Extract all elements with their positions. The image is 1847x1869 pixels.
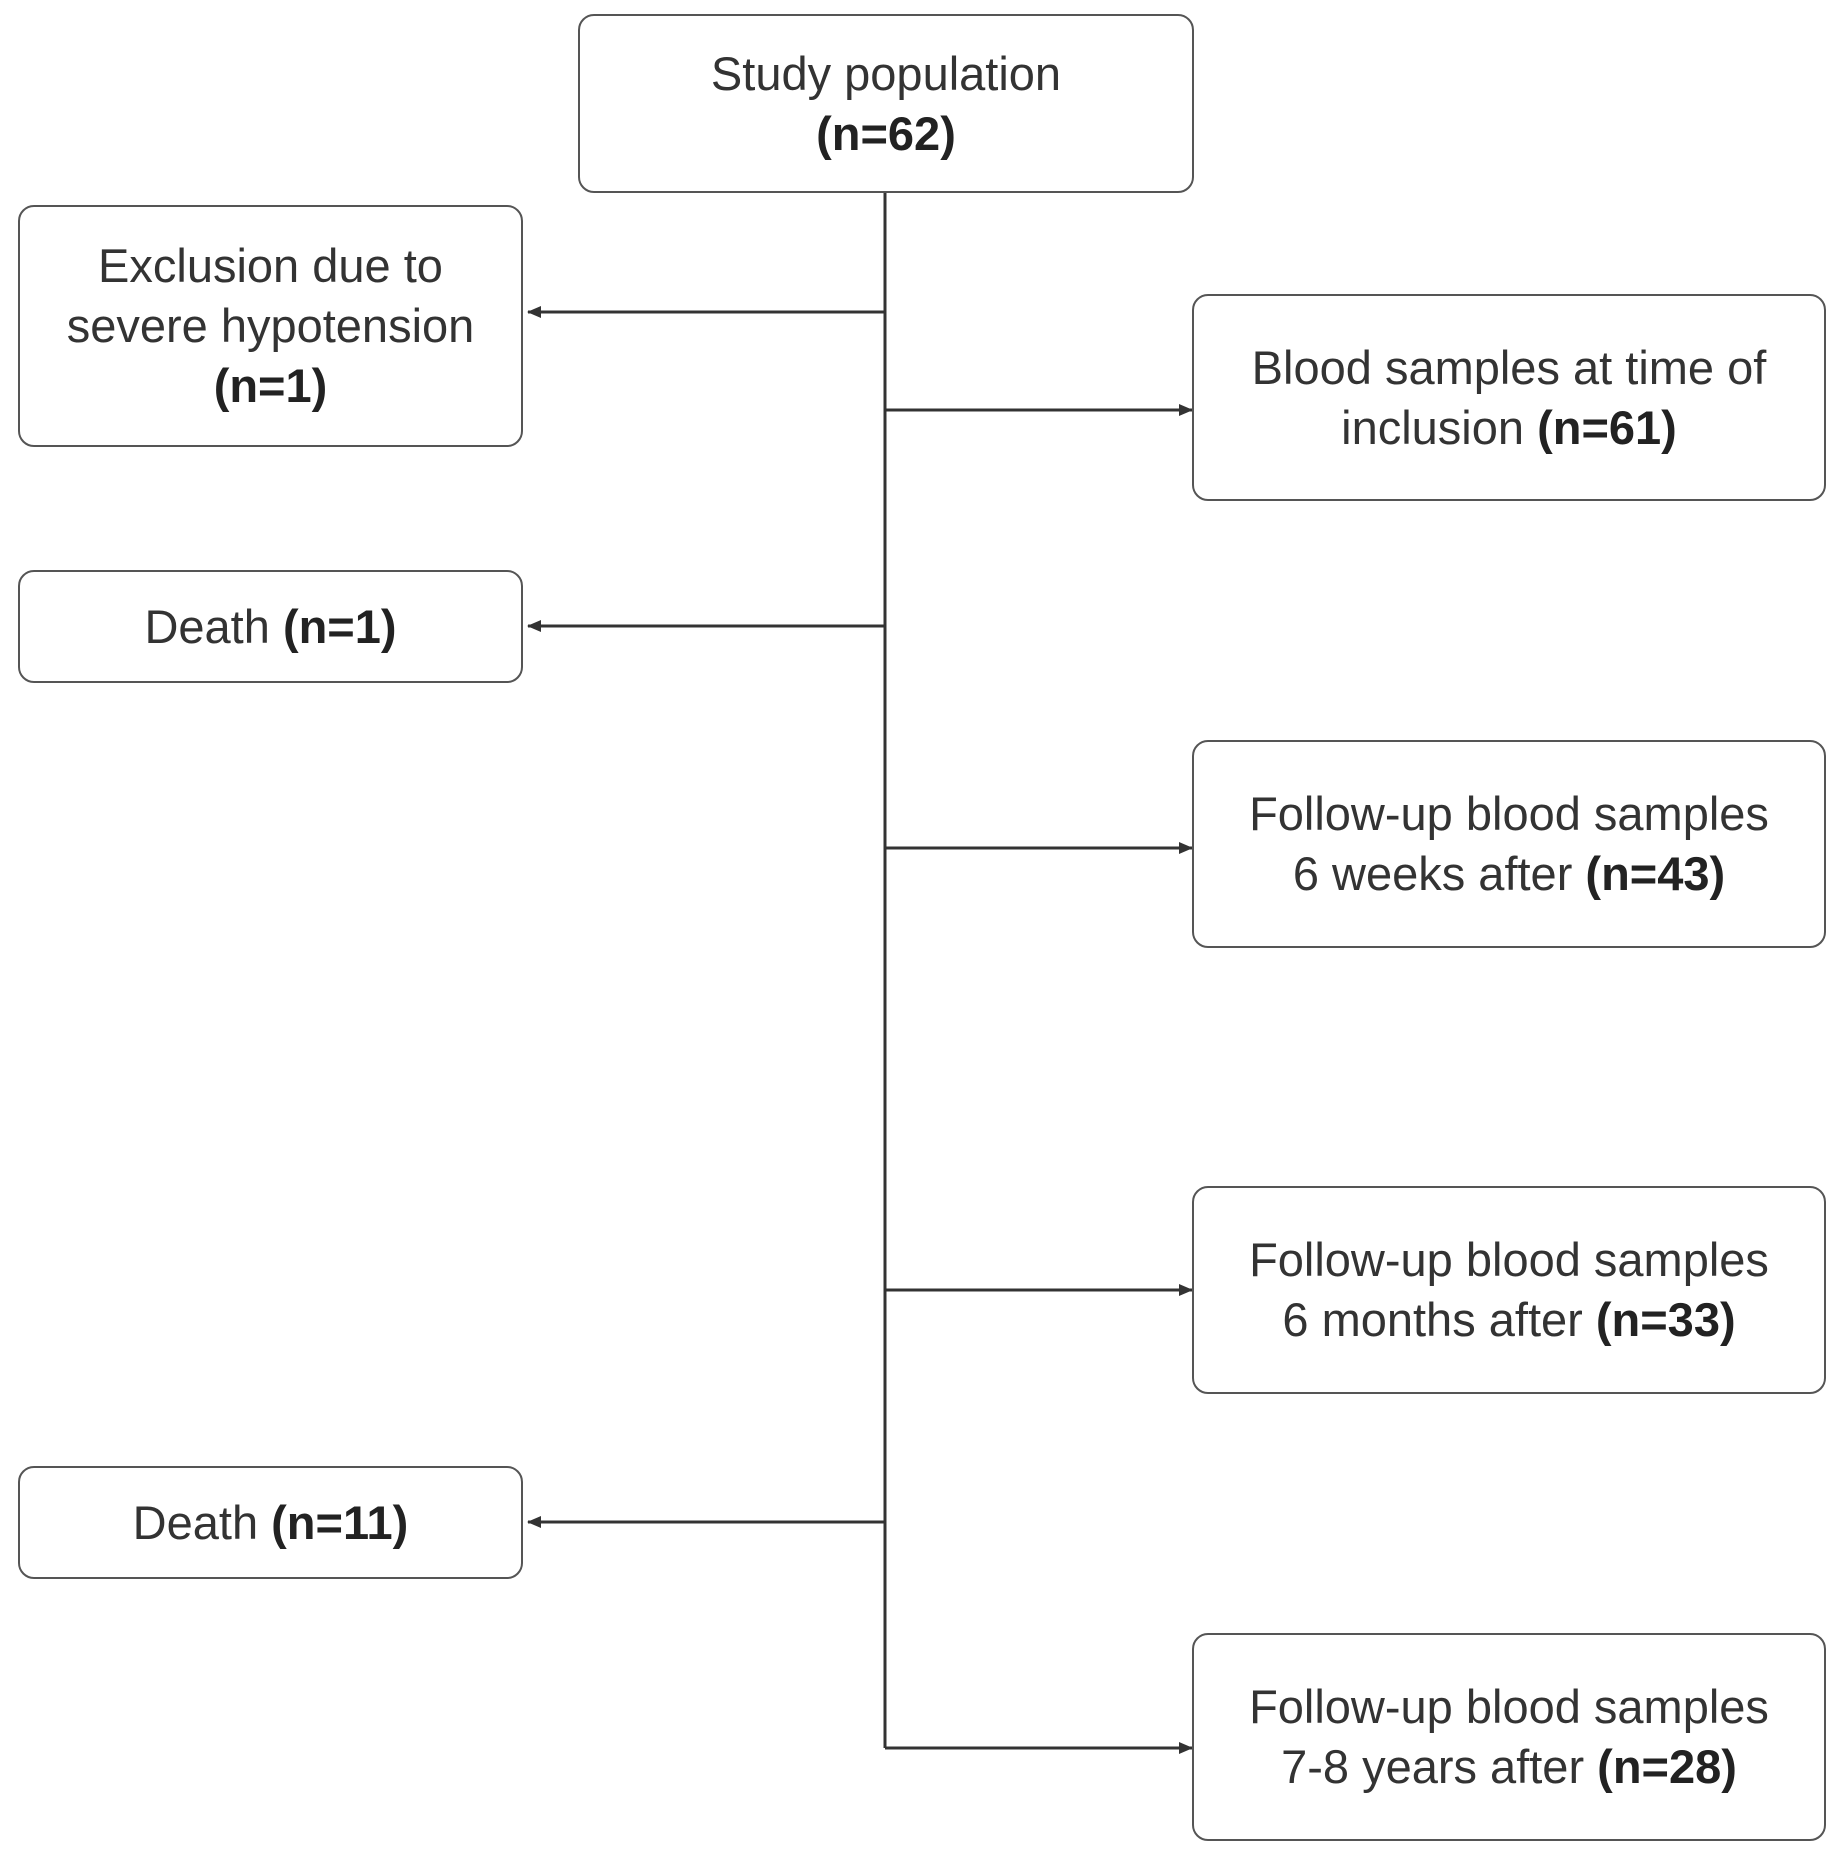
- followup-6w-count: (n=43): [1585, 847, 1726, 900]
- followup-7y-line2: 7-8 years after: [1281, 1740, 1598, 1793]
- death-1-count: (n=1): [282, 599, 397, 653]
- death-box-1: Death (n=1): [18, 570, 523, 683]
- exclusion-label-line1: Exclusion due to: [98, 239, 443, 292]
- samples-inclusion-line1: Blood samples at time of: [1251, 340, 1767, 394]
- death-box-2: Death (n=11): [18, 1466, 523, 1579]
- samples-inclusion-box: Blood samples at time of inclusion (n=61…: [1192, 294, 1826, 501]
- followup-7y-box: Follow-up blood samples 7-8 years after …: [1192, 1633, 1826, 1841]
- exclusion-count: (n=1): [213, 359, 328, 412]
- study-population-box: Study population (n=62): [578, 14, 1194, 193]
- samples-inclusion-count: (n=61): [1537, 400, 1677, 454]
- followup-6m-count: (n=33): [1595, 1293, 1736, 1346]
- followup-6w-line1: Follow-up blood samples: [1249, 787, 1769, 840]
- samples-inclusion-line2: inclusion: [1341, 400, 1538, 454]
- followup-6w-box: Follow-up blood samples 6 weeks after (n…: [1192, 740, 1826, 948]
- death-2-label: Death: [132, 1495, 272, 1549]
- followup-6m-line2: 6 months after: [1282, 1293, 1596, 1346]
- exclusion-label-line2: severe hypotension: [66, 299, 475, 352]
- study-population-count: (n=62): [816, 106, 956, 160]
- followup-6m-box: Follow-up blood samples 6 months after (…: [1192, 1186, 1826, 1394]
- followup-7y-count: (n=28): [1597, 1740, 1737, 1793]
- death-1-label: Death: [144, 599, 283, 653]
- followup-6m-line1: Follow-up blood samples: [1249, 1233, 1769, 1286]
- exclusion-box: Exclusion due to severe hypotension (n=1…: [18, 205, 523, 447]
- study-population-label: Study population: [710, 46, 1062, 100]
- followup-7y-line1: Follow-up blood samples: [1249, 1680, 1769, 1733]
- death-2-count: (n=11): [271, 1495, 409, 1549]
- followup-6w-line2: 6 weeks after: [1292, 847, 1586, 900]
